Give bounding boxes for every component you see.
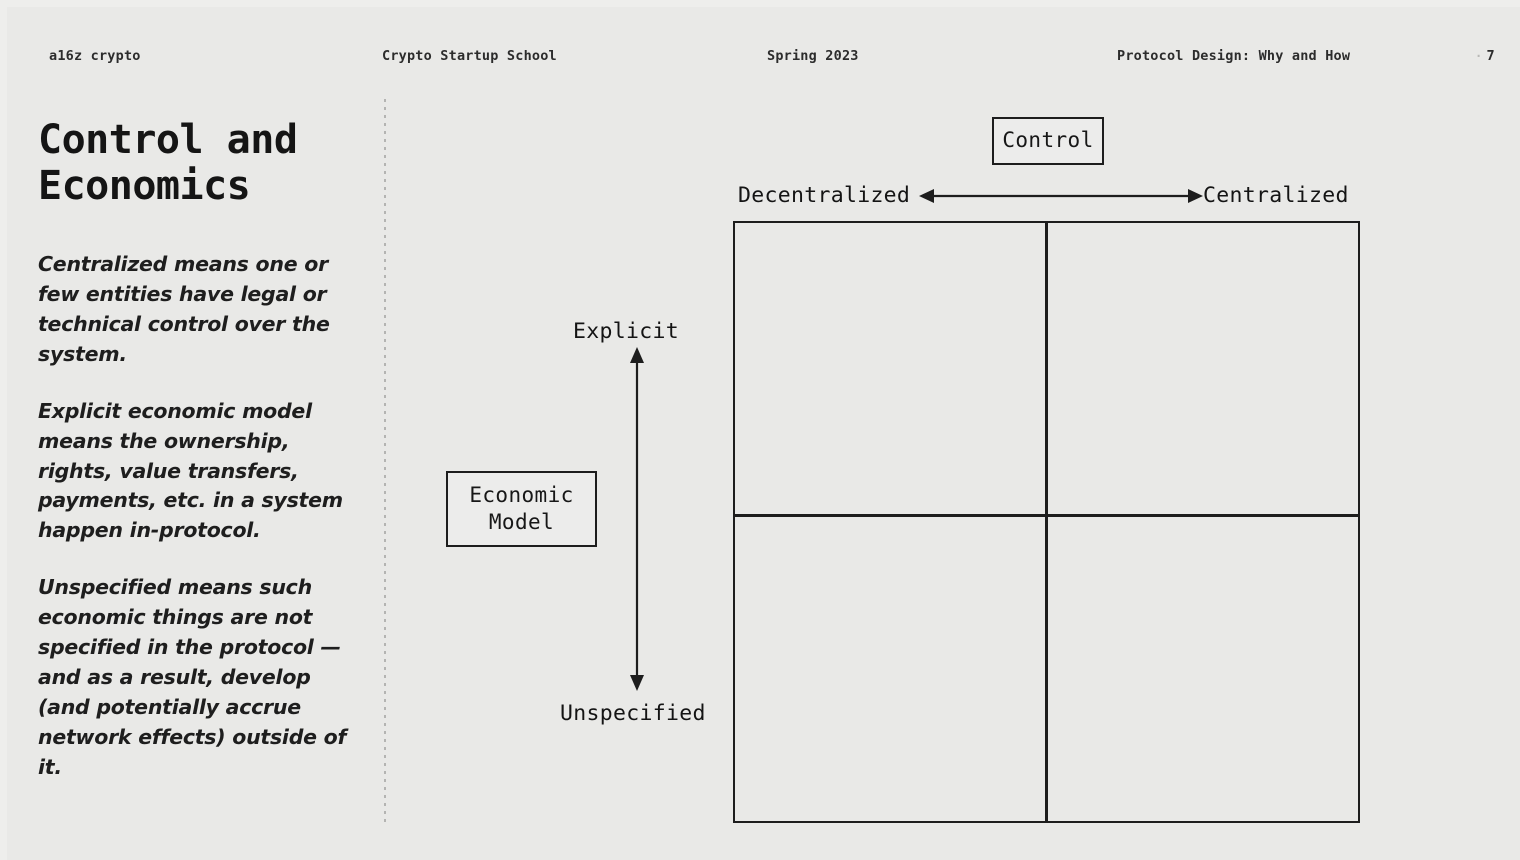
economic-model-label-line-2: Model <box>488 510 555 534</box>
header-term: Spring 2023 <box>767 48 859 64</box>
body-paragraph-1: Centralized means one or few entities ha… <box>38 252 330 366</box>
grid-vertical-divider <box>1045 223 1048 821</box>
economic-model-axis-label-box: Economic Model <box>446 471 597 547</box>
quadrant-top-left[interactable] <box>735 223 1045 514</box>
quadrant-bottom-right[interactable] <box>1048 517 1357 820</box>
header-course-name: Crypto Startup School <box>382 48 557 64</box>
y-axis-double-arrow-icon <box>630 347 644 691</box>
control-axis-label-box: Control <box>992 117 1104 165</box>
y-axis-bottom-label: Unspecified <box>560 701 706 726</box>
grid-horizontal-divider <box>735 514 1358 517</box>
body-copy: Centralized means one or few entities ha… <box>38 250 360 783</box>
page-title: Control and Economics <box>38 117 368 210</box>
x-axis-right-label: Centralized <box>1203 183 1349 208</box>
economic-model-label-line-1: Economic <box>469 482 574 507</box>
x-axis-left-label: Decentralized <box>738 183 911 208</box>
page-title-line-1: Control and <box>38 117 298 163</box>
header-brand: a16z crypto <box>49 48 141 64</box>
page-title-line-2: Economics <box>38 163 251 210</box>
page-marker-dot: · <box>1475 49 1483 63</box>
x-axis-double-arrow-icon <box>919 189 1203 203</box>
header-page-number: ·7 <box>1475 48 1495 64</box>
quadrant-top-right[interactable] <box>1048 223 1357 514</box>
page-number-value: 7 <box>1486 48 1495 64</box>
y-axis-top-label: Explicit <box>573 319 679 344</box>
quadrant-grid <box>733 221 1360 823</box>
body-paragraph-3: Unspecified means such economic things a… <box>38 575 347 779</box>
body-paragraph-2: Explicit economic model means the owners… <box>38 398 343 543</box>
column-divider-dotted-line <box>384 99 386 827</box>
header-deck-title: Protocol Design: Why and How <box>1117 48 1351 64</box>
quadrant-bottom-left[interactable] <box>735 517 1045 820</box>
